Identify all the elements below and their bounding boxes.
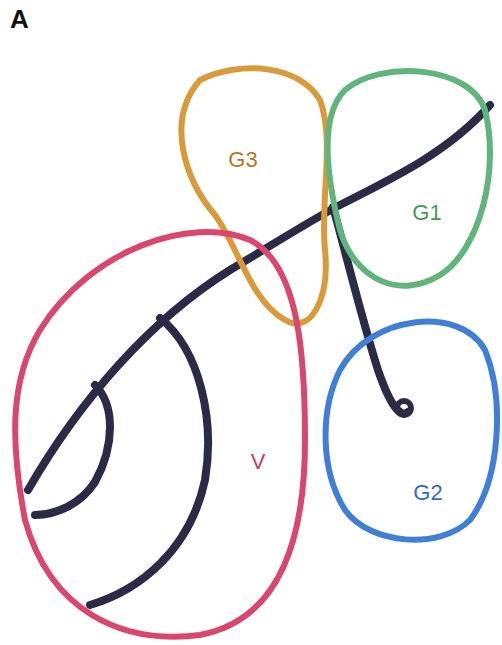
region-label: G1 — [409, 200, 444, 226]
region-label: G3 — [225, 147, 260, 173]
region-outline: G2 — [315, 305, 500, 550]
region-loop — [8, 225, 313, 643]
region-outline: G3 — [160, 55, 340, 340]
region-outline: G1 — [320, 55, 500, 300]
tree-branch — [35, 385, 110, 515]
region-loop-path — [15, 232, 305, 637]
region-label: V — [248, 449, 269, 475]
region-loop-path — [181, 68, 326, 323]
region-loop — [160, 55, 340, 340]
region-label: G2 — [410, 480, 445, 506]
region-loop-path — [326, 322, 497, 540]
branch-end-curl — [397, 401, 411, 415]
region-loop — [320, 55, 500, 300]
panel-letter: A — [10, 4, 29, 35]
region-loop-path — [328, 71, 490, 286]
region-loop — [315, 305, 500, 550]
region-outline: V — [8, 225, 313, 643]
